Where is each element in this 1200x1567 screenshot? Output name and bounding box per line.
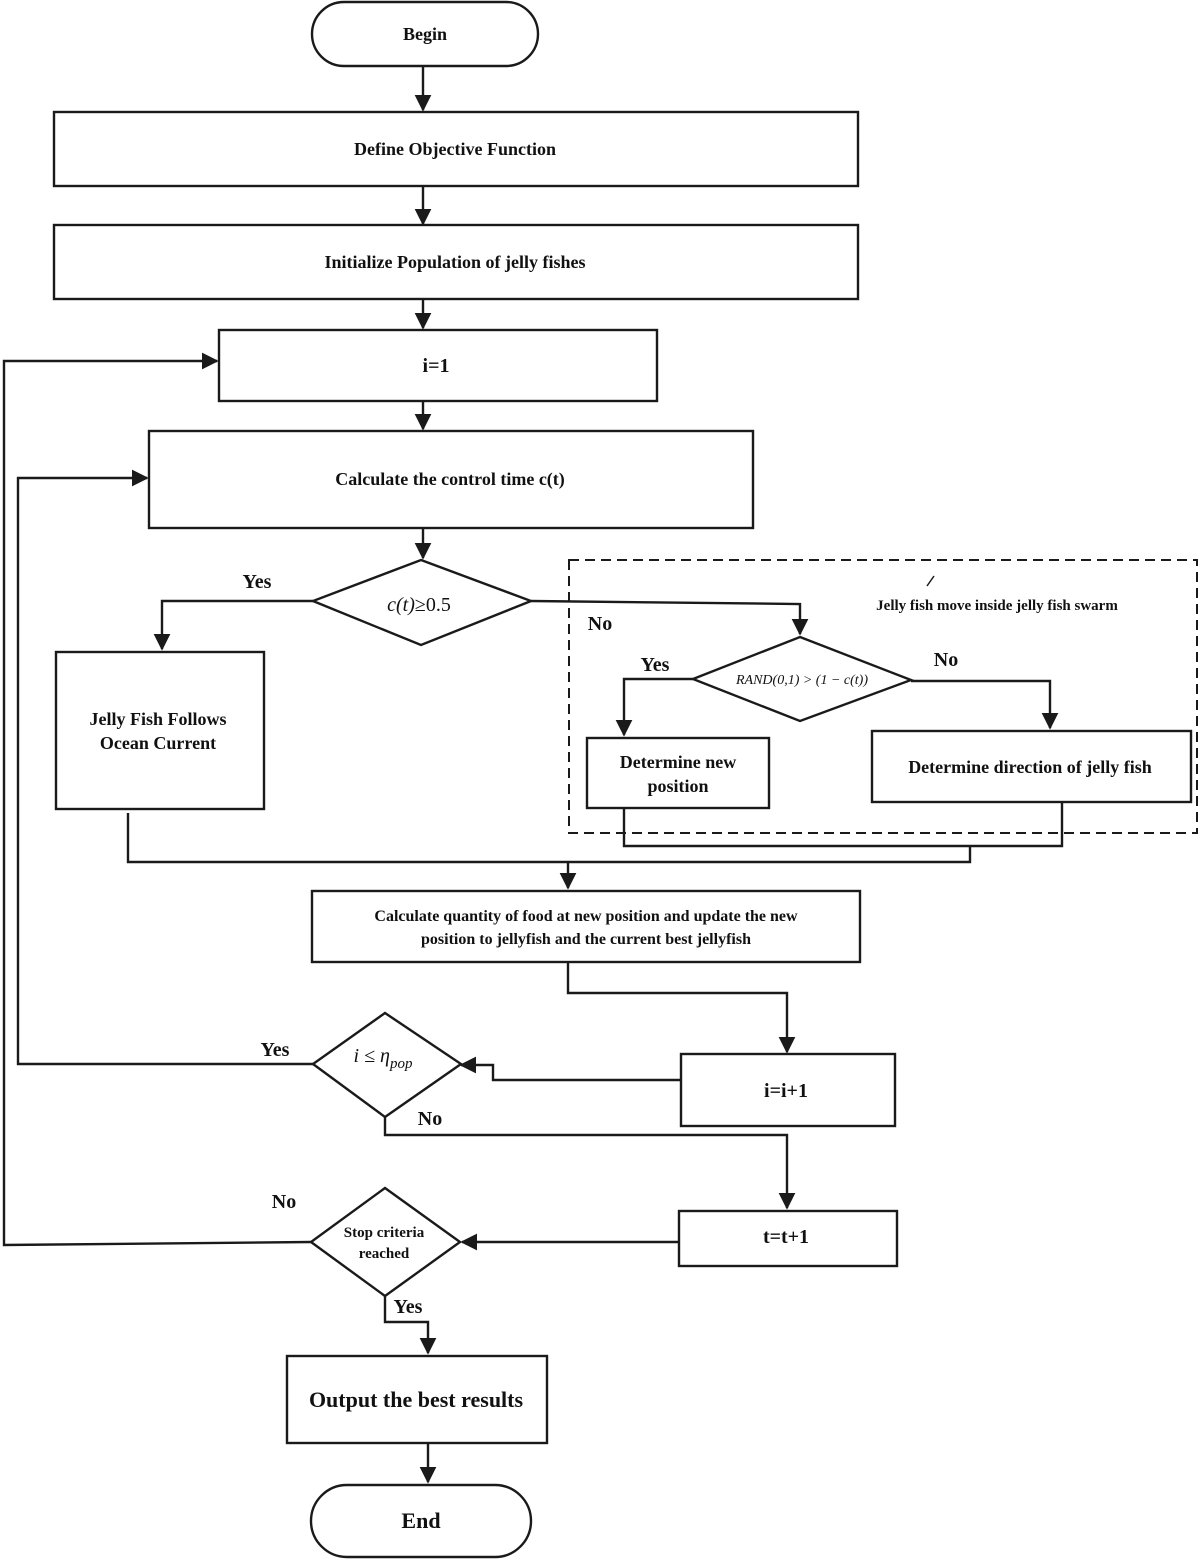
decision-i-sub: pop (389, 1056, 413, 1072)
decision-rand-diamond (689, 635, 915, 723)
decision-i-diamond (310, 1011, 464, 1119)
node-decision-i: i ≤ ηpop (310, 1011, 464, 1119)
edge-stop-yes (383, 1296, 437, 1355)
label-ct-no: No (588, 613, 612, 635)
init-population-box (52, 223, 860, 301)
i-init-box (217, 328, 659, 403)
output-label: Output the best results (309, 1387, 524, 1412)
node-begin: Begin (310, 0, 540, 68)
node-decision-rand: RAND(0,1) > (1 − c(t)) (689, 635, 915, 723)
food-line2: position to jellyfish and the current be… (421, 931, 751, 948)
label-i-no: No (418, 1108, 442, 1130)
node-init-population: Initialize Population of jelly fishes (52, 223, 860, 301)
node-define-objective: Define Objective Function (52, 110, 860, 188)
node-food: Calculate quantity of food at new positi… (310, 889, 862, 964)
edge-merge-swarm (622, 802, 1064, 848)
i-init-label: i=1 (423, 355, 450, 377)
decision-i-label: i ≤ ηpop (354, 1045, 413, 1072)
end-label: End (401, 1508, 440, 1533)
swarm-label: Jelly fish move inside jelly fish swarm (876, 598, 1118, 614)
edge-ct-no (530, 599, 809, 636)
edge-i-no (383, 1117, 796, 1210)
label-ct-yes: Yes (243, 571, 272, 593)
control-time-label: Calculate the control time c(t) (335, 469, 565, 490)
edge-labels: Yes No Yes No Yes No No Yes (243, 571, 959, 1318)
edge-ct-yes (153, 599, 313, 651)
food-box (310, 889, 862, 964)
label-stop-yes: Yes (394, 1296, 423, 1318)
node-control-time: Calculate the control time c(t) (147, 429, 755, 530)
stop-criteria-line1: Stop criteria (344, 1225, 425, 1241)
edge-incr-idecision (459, 1056, 680, 1082)
connectors (2, 66, 1064, 1484)
node-t-increment: t=t+1 (677, 1209, 899, 1268)
follows-current-line2: Ocean Current (100, 733, 216, 753)
new-position-line1: Determine new (620, 752, 736, 772)
node-new-position: Determine new position (585, 736, 771, 810)
begin-terminal (310, 0, 540, 68)
stop-criteria-diamond (308, 1186, 463, 1298)
label-i-yes: Yes (261, 1039, 290, 1061)
label-rand-yes: Yes (641, 654, 670, 676)
decision-ct-lhs: c(t) (387, 594, 415, 616)
node-follows-current: Jelly Fish Follows Ocean Current (54, 650, 266, 811)
i-increment-label: i=i+1 (764, 1080, 808, 1102)
node-decision-ct: c(t)≥0.5 (309, 558, 535, 647)
swarm-label-tick (926, 575, 935, 587)
edge-food-incr (566, 962, 796, 1054)
follows-current-line1: Jelly Fish Follows (89, 709, 226, 729)
new-position-box (585, 736, 771, 810)
edge-rand-no (911, 679, 1059, 730)
decision-ct-rhs: ≥0.5 (415, 594, 451, 616)
new-position-line2: position (647, 776, 708, 796)
node-direction: Determine direction of jelly fish (870, 729, 1193, 804)
begin-label: Begin (403, 24, 447, 44)
food-line1: Calculate quantity of food at new positi… (374, 908, 798, 925)
edge-stop-no-loop (2, 352, 312, 1247)
direction-box (870, 729, 1193, 804)
decision-ct-label: c(t)≥0.5 (387, 594, 451, 616)
t-increment-label: t=t+1 (763, 1226, 809, 1248)
node-end: End (309, 1483, 533, 1559)
t-increment-box (677, 1209, 899, 1268)
node-i-increment: i=i+1 (679, 1052, 897, 1128)
decision-ct-diamond (309, 558, 535, 647)
edge-rand-yes (615, 677, 693, 737)
direction-label: Determine direction of jelly fish (908, 757, 1152, 777)
decision-rand-label: RAND(0,1) > (1 − c(t)) (735, 673, 868, 688)
swarm-region (568, 559, 1198, 834)
define-objective-label: Define Objective Function (354, 139, 556, 159)
i-increment-box (679, 1052, 897, 1128)
stop-criteria-line2: reached (359, 1246, 410, 1262)
define-objective-box (52, 110, 860, 188)
output-box (285, 1354, 549, 1445)
control-time-box (147, 429, 755, 530)
follows-current-box (54, 650, 266, 811)
node-output: Output the best results (285, 1354, 549, 1445)
decision-i-lhs: i ≤ η (354, 1045, 391, 1067)
edge-merge-main (126, 813, 972, 864)
init-population-label: Initialize Population of jelly fishes (325, 252, 586, 272)
label-rand-no: No (934, 649, 958, 671)
node-i-init: i=1 (217, 328, 659, 403)
edge-i-yes-loop (16, 469, 313, 1066)
node-stop-criteria: Stop criteria reached (308, 1186, 463, 1298)
end-terminal (309, 1483, 533, 1559)
label-stop-no: No (272, 1191, 296, 1213)
